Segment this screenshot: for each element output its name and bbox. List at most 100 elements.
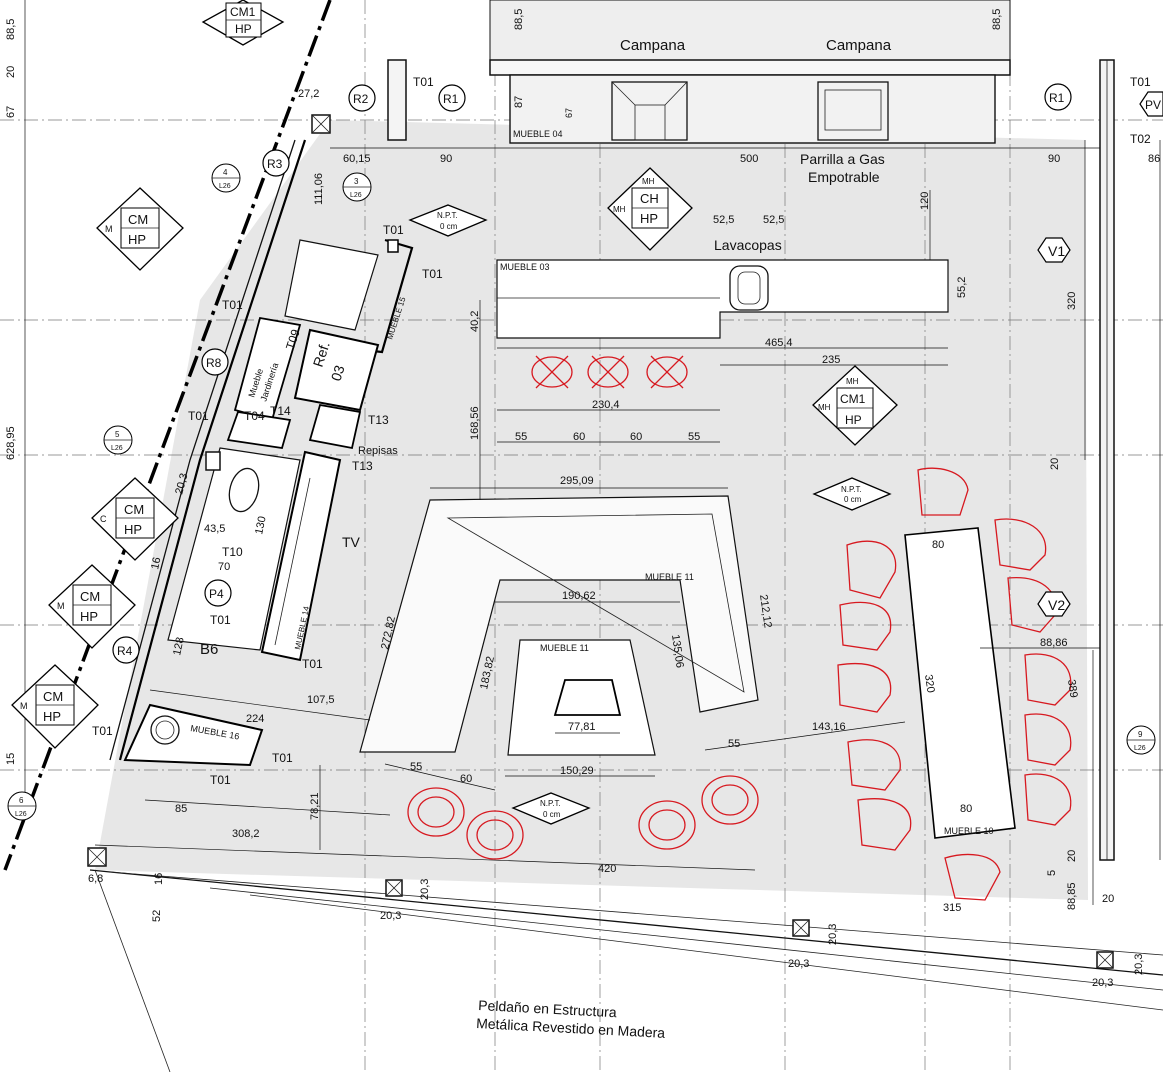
- svg-text:465,4: 465,4: [765, 337, 793, 349]
- svg-text:CM: CM: [43, 689, 63, 704]
- svg-text:20: 20: [5, 66, 17, 78]
- svg-text:T01: T01: [302, 657, 323, 671]
- svg-text:320: 320: [922, 674, 936, 694]
- svg-text:128: 128: [171, 636, 187, 656]
- svg-text:308,2: 308,2: [232, 828, 260, 840]
- svg-text:HP: HP: [124, 522, 142, 537]
- parrilla-label-1: Parrilla a Gas: [800, 151, 885, 167]
- cm1-mh-tag: CM1 HP MH MH: [812, 365, 898, 446]
- campana-label-1: Campana: [620, 37, 686, 54]
- svg-text:HP: HP: [80, 609, 98, 624]
- ref-03-label-2: 03: [328, 363, 348, 383]
- svg-text:230,4: 230,4: [592, 399, 620, 411]
- svg-text:20,3: 20,3: [380, 910, 401, 922]
- svg-text:55,2: 55,2: [956, 277, 968, 298]
- svg-text:295,09: 295,09: [560, 475, 594, 487]
- svg-text:150,29: 150,29: [560, 765, 594, 777]
- svg-text:6,8: 6,8: [88, 873, 103, 885]
- cm-m-tag: CM HP M: [48, 564, 136, 649]
- svg-text:M: M: [105, 224, 113, 234]
- svg-text:L26: L26: [15, 811, 27, 818]
- svg-text:86: 86: [1148, 153, 1160, 165]
- svg-text:T01: T01: [422, 267, 443, 281]
- svg-text:88,5: 88,5: [5, 19, 17, 40]
- svg-text:78,21: 78,21: [309, 792, 321, 820]
- dimension-text: 88,5 20 67 628,95 15 88,5 87 67 88,5 27,…: [5, 9, 1160, 989]
- svg-text:52,5: 52,5: [763, 214, 784, 226]
- svg-text:MH: MH: [818, 403, 831, 412]
- svg-text:20,3: 20,3: [1092, 977, 1113, 989]
- lounge-chairs: [407, 775, 759, 860]
- bathroom: [167, 447, 301, 651]
- svg-text:T01: T01: [188, 409, 209, 423]
- cm1-hp-tag: CM1 HP: [201, 0, 285, 46]
- right-wall: [1099, 59, 1115, 861]
- b6-label: B6: [200, 641, 218, 658]
- svg-text:3: 3: [354, 177, 359, 186]
- svg-text:T13: T13: [368, 413, 389, 427]
- p4-marker: [204, 579, 232, 607]
- svg-text:70: 70: [218, 561, 230, 573]
- svg-text:L26: L26: [111, 445, 123, 452]
- r4-label: R4: [117, 644, 133, 658]
- svg-text:0 cm: 0 cm: [844, 495, 862, 504]
- cm-c-tag: CM HP C: [91, 477, 179, 561]
- svg-text:20,3: 20,3: [419, 879, 431, 900]
- cm-m-tag: CM HP M: [11, 664, 99, 749]
- svg-text:4: 4: [223, 168, 228, 177]
- svg-text:CM: CM: [124, 502, 144, 517]
- svg-text:L26: L26: [350, 192, 362, 199]
- svg-text:MH: MH: [613, 205, 626, 214]
- v1-label: V1: [1048, 243, 1065, 259]
- column: [387, 59, 407, 141]
- r4-marker: [112, 636, 140, 664]
- svg-text:5: 5: [115, 430, 120, 439]
- svg-text:628,95: 628,95: [5, 426, 17, 460]
- parrilla-label-2: Empotrable: [808, 169, 880, 185]
- svg-text:500: 500: [740, 153, 758, 165]
- svg-text:60: 60: [630, 431, 642, 443]
- svg-text:15: 15: [5, 753, 17, 765]
- svg-text:212,12: 212,12: [757, 594, 774, 629]
- svg-text:20: 20: [1049, 458, 1061, 470]
- svg-text:88,5: 88,5: [513, 9, 525, 30]
- bar-stools: [531, 355, 688, 389]
- mueble-10-label: MUEBLE 10: [944, 826, 994, 836]
- r8-label: R8: [206, 356, 222, 370]
- svg-text:60: 60: [460, 773, 472, 785]
- jardineria-cabinet: [226, 316, 362, 450]
- pv-label: PV: [1145, 98, 1161, 112]
- svg-text:120: 120: [919, 192, 931, 210]
- svg-text:0 cm: 0 cm: [440, 222, 458, 231]
- svg-text:CM: CM: [128, 212, 148, 227]
- mueble-03-counter: [496, 259, 949, 339]
- svg-text:N.P.T.: N.P.T.: [841, 485, 862, 494]
- svg-text:88,5: 88,5: [991, 9, 1003, 30]
- r2-label: R2: [353, 92, 369, 106]
- dimension-lines: [24, 0, 1161, 905]
- svg-text:135,06: 135,06: [669, 634, 686, 669]
- svg-text:27,2: 27,2: [298, 88, 319, 100]
- svg-text:20,3: 20,3: [1142, 974, 1144, 976]
- svg-text:N.P.T.: N.P.T.: [437, 211, 458, 220]
- svg-text:M: M: [57, 601, 65, 611]
- svg-text:HP: HP: [640, 211, 658, 226]
- svg-text:T13: T13: [352, 459, 373, 473]
- svg-text:40,2: 40,2: [469, 311, 481, 332]
- v2-label: V2: [1048, 597, 1065, 613]
- svg-text:389: 389: [1065, 679, 1079, 699]
- svg-text:20: 20: [1102, 893, 1114, 905]
- svg-text:L26: L26: [1134, 745, 1146, 752]
- svg-text:88,86: 88,86: [1040, 637, 1068, 649]
- lavacopas-label: Lavacopas: [714, 237, 782, 253]
- svg-text:43,5: 43,5: [204, 523, 225, 535]
- svg-text:55: 55: [728, 738, 740, 750]
- refrigerator-03: [293, 328, 380, 412]
- svg-text:T02: T02: [1130, 132, 1151, 146]
- campana-label-2: Campana: [826, 37, 892, 54]
- svg-text:16: 16: [153, 873, 165, 885]
- svg-text:55: 55: [515, 431, 527, 443]
- ch-mh-tag: CH HP MH MH: [607, 167, 693, 251]
- left-wall: [118, 139, 307, 761]
